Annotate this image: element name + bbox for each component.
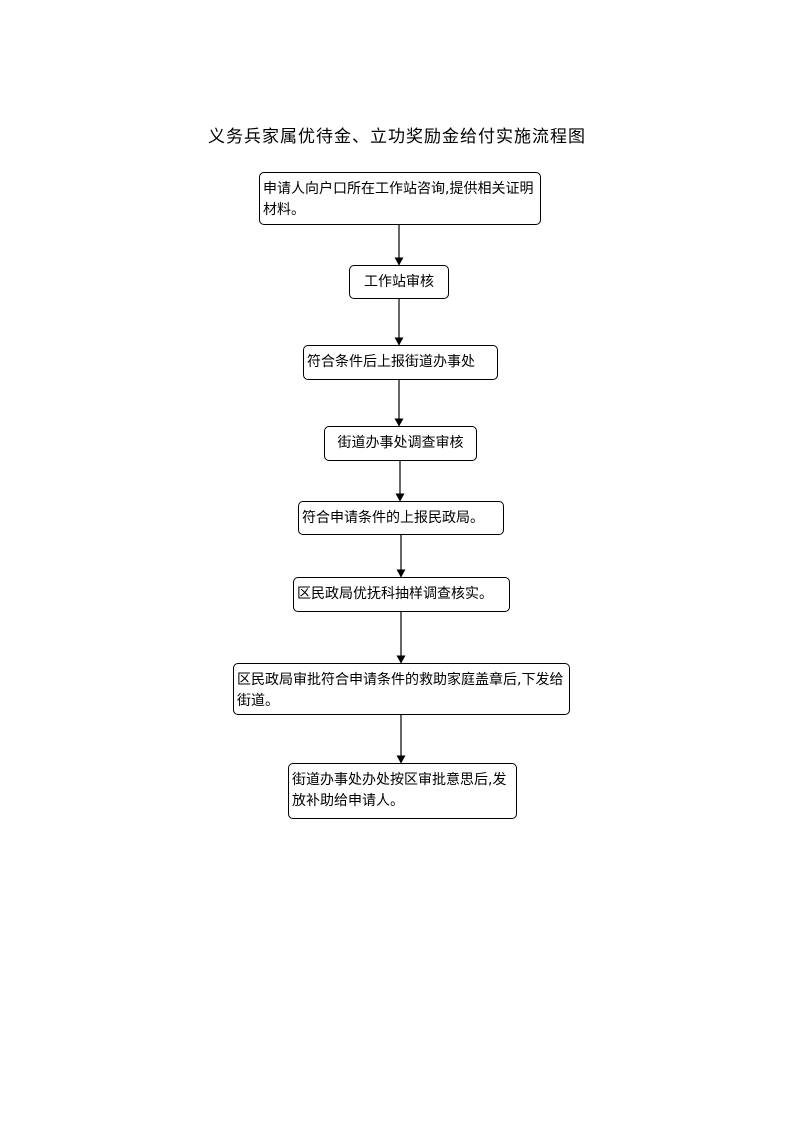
flow-step-report-subdistrict: 符合条件后上报街道办事处: [303, 345, 498, 380]
flow-step-workstation-review: 工作站审核: [349, 265, 449, 299]
flow-step-subdistrict-investigate: 街道办事处调查审核: [324, 426, 477, 461]
flow-step-disburse-subsidy: 街道办事处办处按区审批意思后,发放补助给申请人。: [288, 763, 517, 819]
flow-step-district-approval: 区民政局审批符合申请条件的救助家庭盖章后,下发给街道。: [233, 663, 570, 715]
flow-step-report-civil-affairs: 符合申请条件的上报民政局。: [298, 501, 504, 535]
flow-step-apply-consult: 申请人向户口所在工作站咨询,提供相关证明材料。: [259, 172, 541, 225]
page-title: 义务兵家属优待金、立功奖励金给付实施流程图: [208, 127, 586, 147]
flow-step-sample-verification: 区民政局优抚科抽样调查核实。: [293, 577, 510, 612]
